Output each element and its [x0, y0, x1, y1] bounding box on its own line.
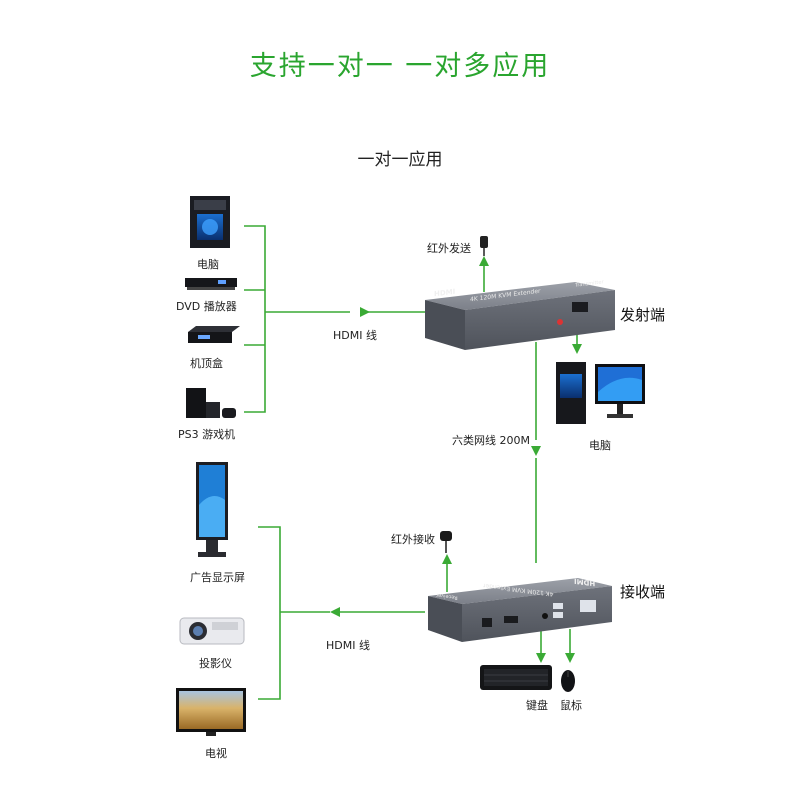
keyboard-icon — [480, 665, 552, 690]
network-cable-label: 六类网线 200M — [452, 434, 530, 447]
pc-monitor-icon — [556, 362, 645, 424]
transmitter-device — [425, 282, 615, 350]
keyboard-arrow — [536, 653, 546, 663]
hdmi-out-label: HDMI 线 — [326, 639, 370, 652]
set-top-box-icon — [188, 326, 240, 343]
ir-receive-label: 红外接收 — [391, 533, 435, 546]
to-pc-arrow — [572, 344, 582, 354]
hdmi-in-label: HDMI 线 — [333, 329, 377, 342]
pc-label: 电脑 — [589, 439, 611, 452]
digital-signage-icon — [196, 462, 228, 557]
page-title: 支持一对一 一对多应用 — [249, 51, 551, 82]
source-dvd-label: DVD 播放器 — [176, 300, 237, 313]
display-signage-label: 广告显示屏 — [190, 571, 245, 584]
receiver-label: 接收端 — [620, 583, 666, 601]
tv-icon — [176, 688, 246, 736]
display-projector-label: 投影仪 — [199, 657, 232, 670]
connection-lines — [244, 225, 578, 700]
source-stb-label: 机顶盒 — [190, 357, 223, 370]
display-bracket — [258, 526, 281, 700]
ir-receiver-icon — [440, 531, 452, 553]
ir-recv-arrow — [442, 554, 452, 564]
arrow-heads — [330, 256, 582, 663]
keyboard-label: 键盘 — [526, 699, 548, 712]
hdmi-out-arrow — [330, 607, 340, 617]
source-ps3-label: PS3 游戏机 — [178, 428, 236, 441]
ir-emitter-icon — [480, 236, 488, 256]
hdmi-in-arrow — [360, 307, 370, 317]
mouse-label: 鼠标 — [560, 699, 582, 712]
receiver-device — [428, 578, 612, 642]
display-tv-label: 电视 — [205, 747, 227, 760]
dvd-player-icon — [185, 278, 237, 290]
ir-send-arrow — [479, 256, 489, 266]
mouse-icon — [561, 670, 575, 692]
ir-send-label: 红外发送 — [427, 242, 471, 255]
projector-icon — [179, 617, 245, 645]
source-bracket — [244, 225, 266, 413]
transmitter-label: 发射端 — [620, 306, 666, 324]
ps3-console-icon — [186, 388, 236, 418]
diagram-subtitle: 一对一应用 — [357, 150, 443, 170]
network-arrow — [531, 446, 541, 456]
source-pc-label: 电脑 — [197, 258, 219, 271]
mouse-arrow — [565, 653, 575, 663]
pc-tower-icon — [190, 196, 230, 248]
